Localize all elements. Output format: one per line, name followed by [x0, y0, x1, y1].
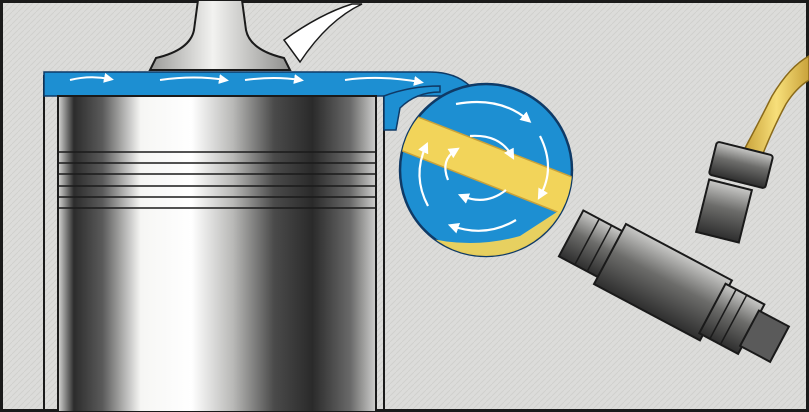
piston: [58, 96, 376, 412]
